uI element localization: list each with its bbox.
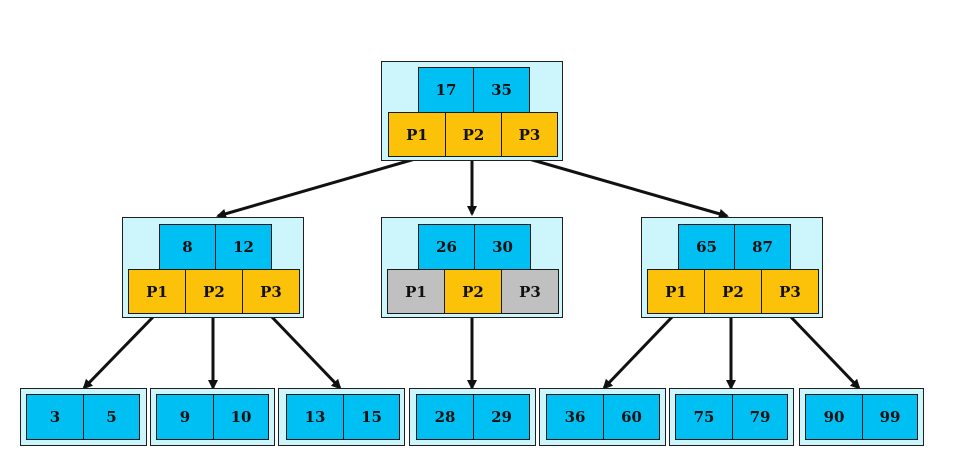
leaf-node-6: 75 79 — [669, 388, 794, 446]
leaf-1-key-1: 3 — [26, 394, 84, 440]
leaf-3-key-2: 15 — [343, 394, 400, 440]
leaf-4-key-1: 28 — [416, 394, 474, 440]
root-key-1: 17 — [418, 67, 474, 113]
leaf-2-key-1: 9 — [156, 394, 214, 440]
internal-1-key-2: 12 — [215, 224, 272, 270]
internal-3-pointer-p2: P2 — [704, 269, 762, 314]
internal-2-pointer-p2: P2 — [444, 269, 502, 314]
leaf-2-key-2: 10 — [213, 394, 269, 440]
edge-n1-p3 — [268, 313, 342, 390]
leaf-5-key-2: 60 — [603, 394, 660, 440]
internal-3-pointer-p1: P1 — [647, 269, 705, 314]
root-pointer-p2: P2 — [445, 112, 502, 157]
root-key-2: 35 — [473, 67, 530, 113]
edge-n3-p3 — [787, 313, 861, 390]
internal-1-key-1: 8 — [159, 224, 216, 270]
leaf-6-key-1: 75 — [675, 394, 733, 440]
internal-3-key-1: 65 — [678, 224, 735, 270]
internal-3-pointer-p3: P3 — [761, 269, 819, 314]
internal-2-key-2: 30 — [474, 224, 531, 270]
internal-1-pointer-p2: P2 — [185, 269, 243, 314]
leaf-node-2: 9 10 — [150, 388, 275, 446]
internal-1-pointer-p1: P1 — [128, 269, 186, 314]
edge-root-p3 — [528, 157, 729, 219]
leaf-6-key-2: 79 — [732, 394, 788, 440]
internal-node-2: 26 30 P1 P2 P3 — [381, 217, 563, 318]
edge-root-p1 — [216, 157, 416, 219]
internal-2-pointer-p3-null: P3 — [501, 269, 559, 314]
leaf-4-key-2: 29 — [473, 394, 530, 440]
leaf-7-key-2: 99 — [862, 394, 918, 440]
internal-1-pointer-p3: P3 — [242, 269, 300, 314]
leaf-3-key-1: 13 — [286, 394, 344, 440]
internal-3-key-2: 87 — [734, 224, 791, 270]
leaf-5-key-1: 36 — [546, 394, 604, 440]
leaf-7-key-1: 90 — [805, 394, 863, 440]
internal-node-1: 8 12 P1 P2 P3 — [122, 217, 304, 318]
edge-n1-p1 — [82, 313, 157, 390]
internal-2-key-1: 26 — [418, 224, 475, 270]
edge-n3-p1 — [602, 313, 676, 390]
root-node: 17 35 P1 P2 P3 — [381, 61, 563, 161]
leaf-node-4: 28 29 — [409, 388, 536, 446]
internal-node-3: 65 87 P1 P2 P3 — [641, 217, 823, 318]
internal-2-pointer-p1-null: P1 — [387, 269, 445, 314]
root-pointer-p1: P1 — [388, 112, 446, 157]
leaf-node-7: 90 99 — [799, 388, 924, 446]
leaf-1-key-2: 5 — [83, 394, 140, 440]
root-pointer-p3: P3 — [501, 112, 558, 157]
leaf-node-5: 36 60 — [539, 388, 666, 446]
leaf-node-3: 13 15 — [278, 388, 405, 446]
leaf-node-1: 3 5 — [20, 388, 147, 446]
